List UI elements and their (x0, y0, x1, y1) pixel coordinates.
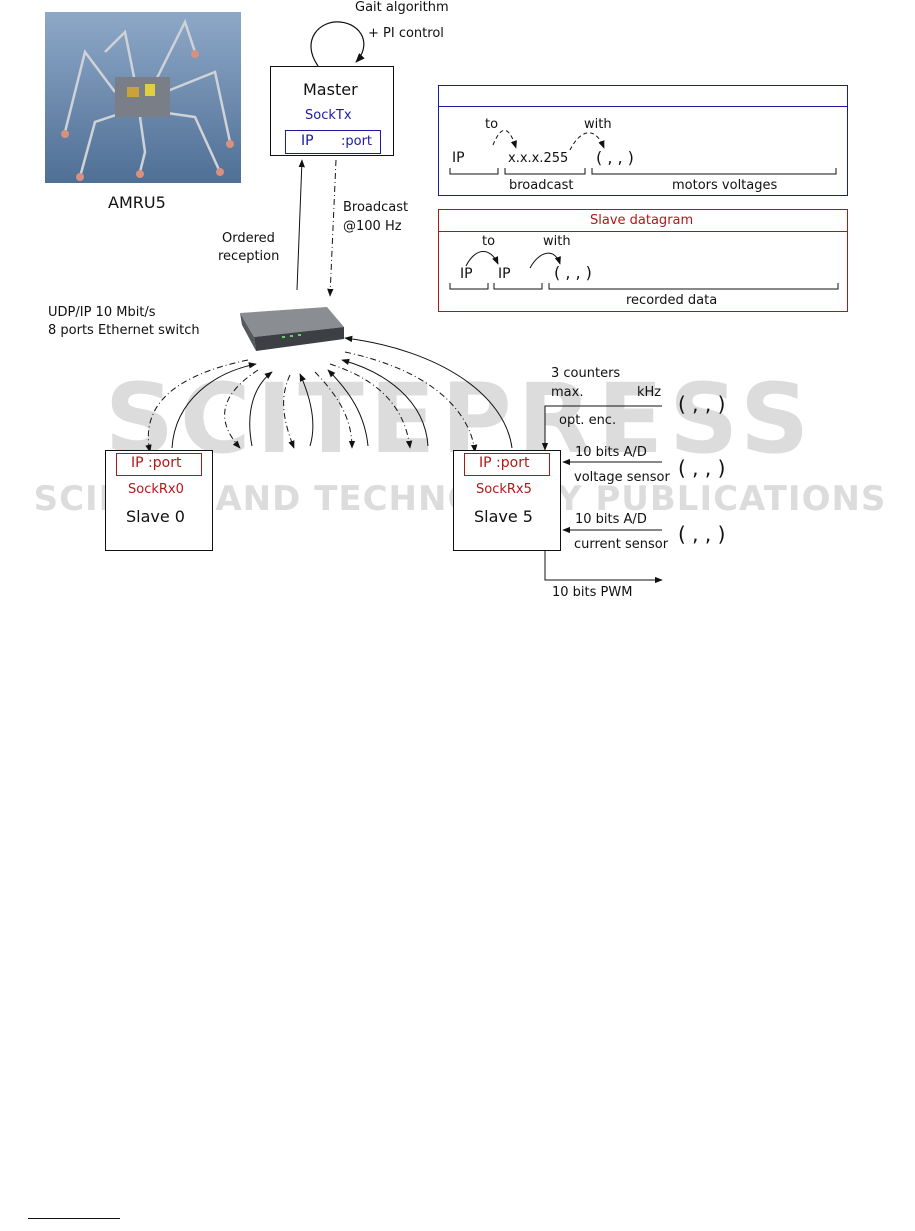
encoder-tuple: ( , , ) (678, 392, 726, 416)
master-dgram-broadcast-addr: x.x.x.255 (508, 151, 569, 166)
brace-motors-voltages: motors voltages (672, 178, 778, 193)
slave-to: to (482, 234, 496, 249)
switch-label-2: 8 ports Ethernet switch (48, 323, 200, 338)
pi-control-label: + PI control (368, 26, 444, 41)
slave0-title: Slave 0 (126, 507, 185, 526)
slave0-ip-port-text: IP :port (131, 455, 182, 471)
master-ip-port: IP :port (285, 130, 381, 154)
master-with: with (584, 117, 612, 132)
master-to: to (485, 117, 499, 132)
brace-recorded-data: recorded data (626, 293, 718, 308)
gait-label: Gait algorithm (355, 0, 449, 15)
ad1-label: 10 bits A/D (575, 445, 647, 460)
slave5-title: Slave 5 (474, 507, 533, 526)
pwm-label: 10 bits PWM (552, 585, 633, 600)
slave5-socket: SockRx5 (476, 482, 532, 497)
footnote-rule (28, 1218, 120, 1219)
slave-with: with (543, 234, 571, 249)
current-tuple: ( , , ) (678, 522, 726, 546)
reception-label: reception (218, 249, 280, 264)
slave0-ip-port: IP :port (116, 453, 202, 476)
ordered-label: Ordered (222, 231, 275, 246)
photo-caption: AMRU5 (108, 193, 166, 212)
slave-dgram-tuple: ( , , ) (554, 263, 592, 282)
voltage-sensor-label: voltage sensor (574, 470, 670, 485)
current-sensor-label: current sensor (574, 537, 669, 552)
master-ip: IP (301, 133, 314, 149)
broadcast-rate-label: @100 Hz (343, 219, 402, 234)
master-title: Master (303, 80, 358, 99)
slave5-ip-port-text: IP :port (479, 455, 530, 471)
master-dgram-tuple: ( , , ) (596, 148, 634, 167)
robot-photo (45, 12, 241, 183)
master-node: Master SockTx IP :port (270, 66, 394, 156)
slave-datagram-title: Slave datagram (590, 213, 694, 228)
counters-label: 3 counters (551, 366, 621, 381)
master-dgram-ip: IP (452, 150, 465, 166)
slave0-socket: SockRx0 (128, 482, 184, 497)
slave-dgram-ip1: IP (460, 266, 473, 282)
brace-broadcast: broadcast (509, 178, 574, 193)
khz-label: kHz (637, 385, 662, 400)
switch-label-1: UDP/IP 10 Mbit/s (48, 305, 156, 320)
ad2-label: 10 bits A/D (575, 512, 647, 527)
master-socket: SockTx (305, 108, 352, 123)
broadcast-label: Broadcast (343, 200, 409, 215)
max-label: max. (551, 385, 584, 400)
slave-dgram-ip2: IP (498, 266, 511, 282)
ethernet-switch-icon (240, 307, 344, 351)
slave5-ip-port: IP :port (464, 453, 550, 476)
opt-enc-label: opt. enc. (559, 413, 617, 428)
master-port: :port (341, 134, 373, 149)
master-datagram (438, 85, 848, 196)
voltage-tuple: ( , , ) (678, 456, 726, 480)
slave5-node: IP :port SockRx5 Slave 5 (453, 450, 561, 551)
slave-datagram (438, 209, 848, 312)
slave0-node: IP :port SockRx0 Slave 0 (105, 450, 213, 551)
